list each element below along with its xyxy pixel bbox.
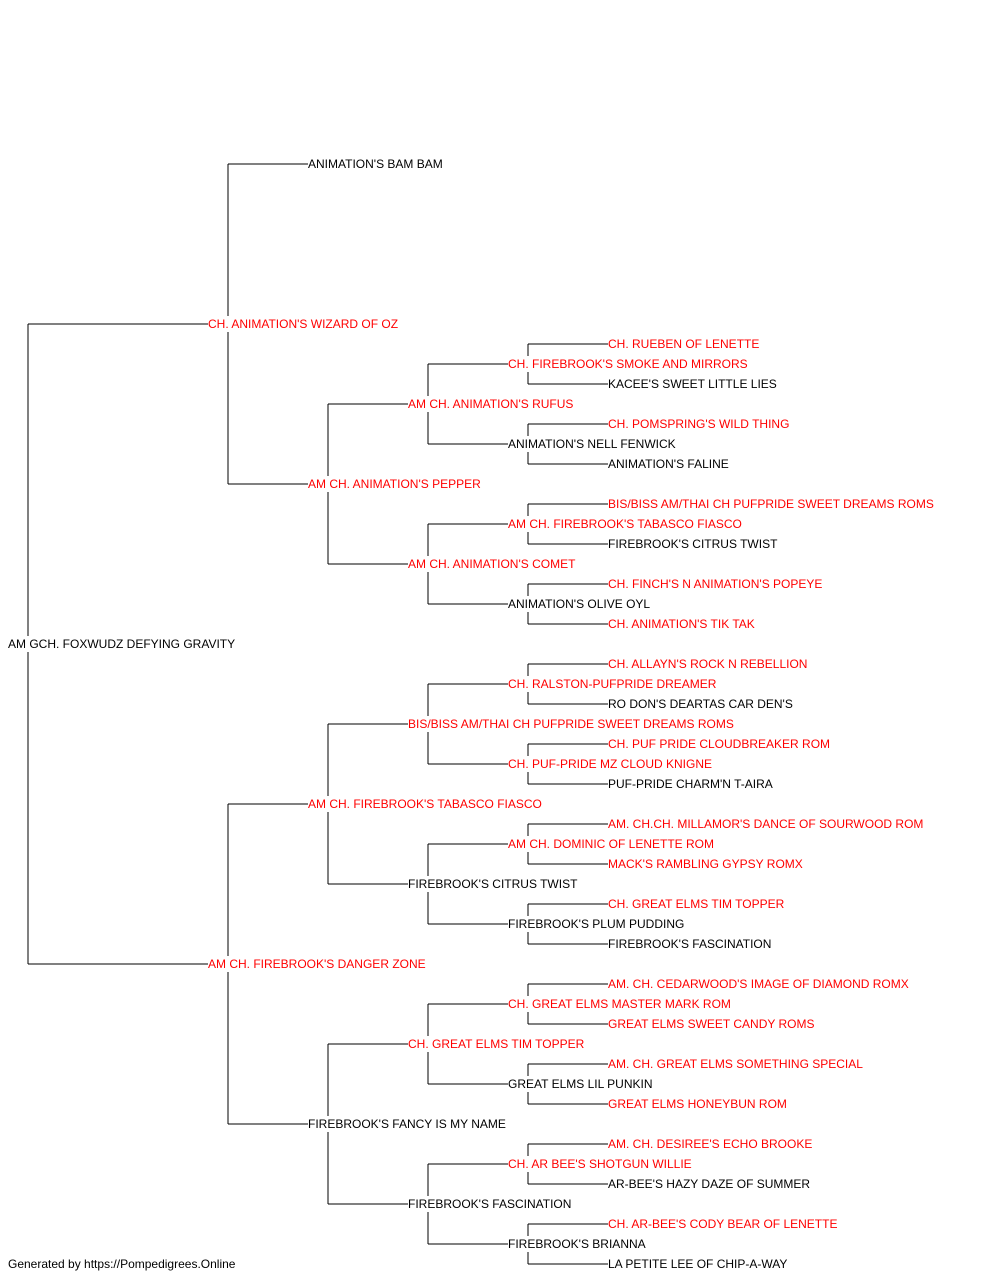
- subject: AM GCH. FOXWUDZ DEFYING GRAVITY: [8, 637, 235, 651]
- subject-dam-sire-sire-dam: CH. PUF-PRIDE MZ CLOUD KNIGNE: [508, 757, 712, 771]
- subject-dam-sire: AM CH. FIREBROOK'S TABASCO FIASCO: [308, 797, 542, 811]
- subject-sire-dam-dam-dam-sire: CH. FINCH'S N ANIMATION'S POPEYE: [608, 577, 822, 591]
- subject-sire-sire: ANIMATION'S BAM BAM: [308, 157, 443, 171]
- subject-sire-dam-sire-dam-dam: ANIMATION'S FALINE: [608, 457, 729, 471]
- subject-dam-dam-sire-sire-sire: AM. CH. CEDARWOOD'S IMAGE OF DIAMOND ROM…: [608, 977, 909, 991]
- subject-dam-sire-sire-sire-sire: CH. ALLAYN'S ROCK N REBELLION: [608, 657, 807, 671]
- subject-sire-dam-dam-dam: ANIMATION'S OLIVE OYL: [508, 597, 650, 611]
- subject-sire-dam-sire-dam: ANIMATION'S NELL FENWICK: [508, 437, 676, 451]
- subject-dam-dam-dam-sire-sire: AM. CH. DESIREE'S ECHO BROOKE: [608, 1137, 812, 1151]
- subject-dam-sire-dam-dam-dam: FIREBROOK'S FASCINATION: [608, 937, 771, 951]
- subject-sire-dam-sire-sire: CH. FIREBROOK'S SMOKE AND MIRRORS: [508, 357, 748, 371]
- subject-dam-sire-dam-dam: FIREBROOK'S PLUM PUDDING: [508, 917, 684, 931]
- subject-dam-dam: FIREBROOK'S FANCY IS MY NAME: [308, 1117, 506, 1131]
- subject-dam-dam-dam-dam-sire: CH. AR-BEE'S CODY BEAR OF LENETTE: [608, 1217, 837, 1231]
- subject-sire-dam-sire-sire-dam: KACEE'S SWEET LITTLE LIES: [608, 377, 777, 391]
- subject-sire-dam-dam: AM CH. ANIMATION'S COMET: [408, 557, 576, 571]
- subject-sire-dam-dam-sire: AM CH. FIREBROOK'S TABASCO FIASCO: [508, 517, 742, 531]
- subject-dam: AM CH. FIREBROOK'S DANGER ZONE: [208, 957, 426, 971]
- subject-dam-sire-dam-sire-sire: AM. CH.CH. MILLAMOR'S DANCE OF SOURWOOD …: [608, 817, 923, 831]
- subject-dam-sire-sire-dam-dam: PUF-PRIDE CHARM'N T-AIRA: [608, 777, 773, 791]
- footer-credit: Generated by https://Pompedigrees.Online: [8, 1257, 236, 1271]
- subject-dam-dam-sire-dam-dam: GREAT ELMS HONEYBUN ROM: [608, 1097, 787, 1111]
- subject-dam-sire-sire: BIS/BISS AM/THAI CH PUFPRIDE SWEET DREAM…: [408, 717, 734, 731]
- subject-dam-dam-sire: CH. GREAT ELMS TIM TOPPER: [408, 1037, 585, 1051]
- subject-sire: CH. ANIMATION'S WIZARD OF OZ: [208, 317, 398, 331]
- subject-dam-dam-sire-dam-sire: AM. CH. GREAT ELMS SOMETHING SPECIAL: [608, 1057, 863, 1071]
- subject-dam-dam-dam-sire-dam: AR-BEE'S HAZY DAZE OF SUMMER: [608, 1177, 810, 1191]
- subject-dam-sire-dam-sire: AM CH. DOMINIC OF LENETTE ROM: [508, 837, 714, 851]
- subject-dam-dam-sire-sire: CH. GREAT ELMS MASTER MARK ROM: [508, 997, 731, 1011]
- subject-dam-dam-dam: FIREBROOK'S FASCINATION: [408, 1197, 571, 1211]
- subject-sire-dam-sire: AM CH. ANIMATION'S RUFUS: [408, 397, 573, 411]
- subject-dam-sire-dam: FIREBROOK'S CITRUS TWIST: [408, 877, 578, 891]
- subject-sire-dam-dam-sire-sire: BIS/BISS AM/THAI CH PUFPRIDE SWEET DREAM…: [608, 497, 934, 511]
- subject-sire-dam-sire-dam-sire: CH. POMSPRING'S WILD THING: [608, 417, 789, 431]
- subject-sire-dam: AM CH. ANIMATION'S PEPPER: [308, 477, 481, 491]
- subject-dam-dam-sire-sire-dam: GREAT ELMS SWEET CANDY ROMS: [608, 1017, 814, 1031]
- subject-dam-sire-sire-sire: CH. RALSTON-PUFPRIDE DREAMER: [508, 677, 717, 691]
- subject-sire-dam-sire-sire-sire: CH. RUEBEN OF LENETTE: [608, 337, 759, 351]
- subject-dam-dam-dam-dam-dam: LA PETITE LEE OF CHIP-A-WAY: [608, 1257, 787, 1271]
- subject-dam-dam-sire-dam: GREAT ELMS LIL PUNKIN: [508, 1077, 653, 1091]
- subject-dam-sire-dam-dam-sire: CH. GREAT ELMS TIM TOPPER: [608, 897, 785, 911]
- subject-dam-dam-dam-dam: FIREBROOK'S BRIANNA: [508, 1237, 646, 1251]
- subject-sire-dam-dam-sire-dam: FIREBROOK'S CITRUS TWIST: [608, 537, 778, 551]
- subject-dam-sire-sire-sire-dam: RO DON'S DEARTAS CAR DEN'S: [608, 697, 793, 711]
- subject-dam-sire-sire-dam-sire: CH. PUF PRIDE CLOUDBREAKER ROM: [608, 737, 830, 751]
- subject-dam-dam-dam-sire: CH. AR BEE'S SHOTGUN WILLIE: [508, 1157, 692, 1171]
- subject-sire-dam-dam-dam-dam: CH. ANIMATION'S TIK TAK: [608, 617, 755, 631]
- subject-dam-sire-dam-sire-dam: MACK'S RAMBLING GYPSY ROMX: [608, 857, 803, 871]
